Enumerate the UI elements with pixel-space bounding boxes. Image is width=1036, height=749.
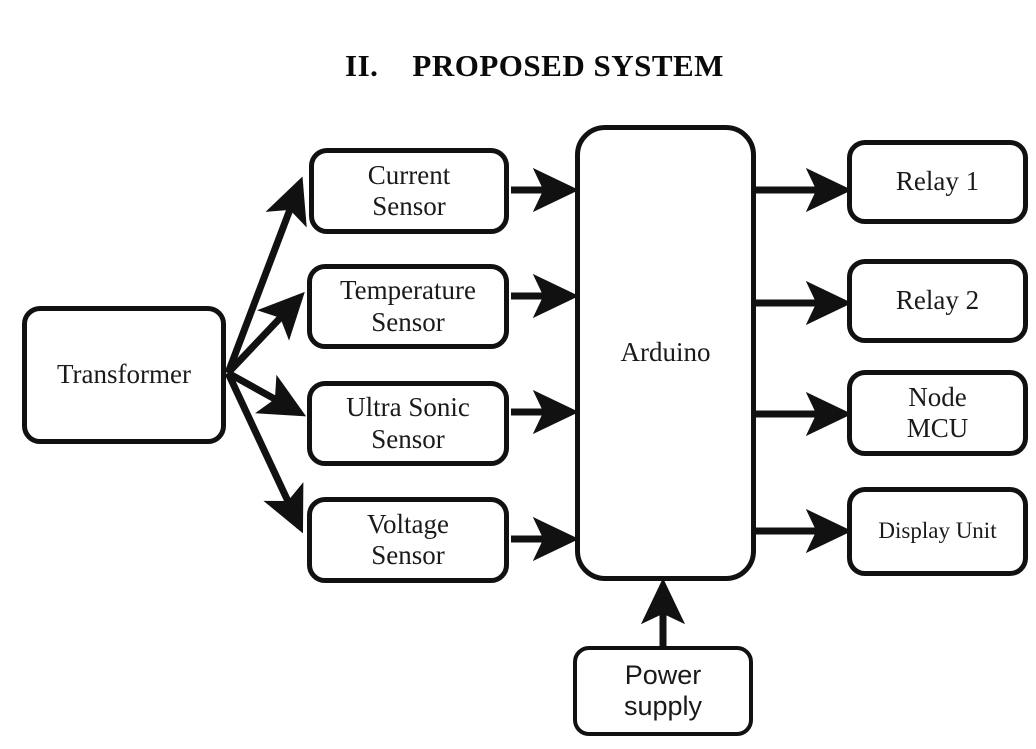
node-relay-1-label: Relay 1 [895,166,980,197]
edge-transformer-to-ultrasonic-sensor [226,369,307,417]
section-numeral: II. [345,48,379,83]
node-temperature-sensor-label: Temperature Sensor [339,275,477,337]
edge-transformer-to-temperature-sensor [225,291,305,376]
node-ultrasonic-sensor[interactable]: Ultra Sonic Sensor [307,381,509,466]
node-current-sensor-label: Current Sensor [367,159,451,221]
node-node-mcu-label: Node MCU [906,381,969,443]
page-title: II. PROPOSED SYSTEM [0,12,1036,120]
node-power-supply-label: Power supply [623,659,703,721]
node-arduino[interactable]: Arduino [575,125,756,581]
node-voltage-sensor-label: Voltage Sensor [367,508,449,570]
node-transformer-label: Transformer [57,359,191,390]
node-relay-2-label: Relay 2 [895,285,980,316]
node-transformer[interactable]: Transformer [22,306,226,444]
node-power-supply[interactable]: Power supply [573,646,753,736]
node-node-mcu[interactable]: Node MCU [847,370,1028,456]
node-current-sensor[interactable]: Current Sensor [309,148,509,234]
edge-transformer-to-current-sensor [224,176,307,375]
edge-transformer-to-voltage-sensor [224,371,304,534]
node-temperature-sensor[interactable]: Temperature Sensor [307,264,509,349]
section-title-text: PROPOSED SYSTEM [412,48,724,83]
node-display-unit[interactable]: Display Unit [847,487,1028,576]
node-arduino-label: Arduino [620,337,711,368]
node-display-unit-label: Display Unit [878,518,997,544]
node-relay-2[interactable]: Relay 2 [847,259,1028,343]
node-voltage-sensor[interactable]: Voltage Sensor [307,497,509,583]
node-ultrasonic-sensor-label: Ultra Sonic Sensor [346,392,470,454]
node-relay-1[interactable]: Relay 1 [847,140,1028,224]
